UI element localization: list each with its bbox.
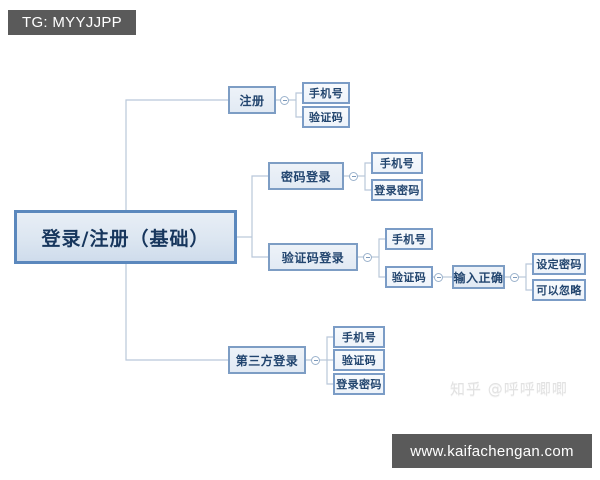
mindmap-branch-register[interactable]: 注册 bbox=[228, 86, 276, 114]
mindmap-root-node[interactable]: 登录/注册（基础） bbox=[14, 210, 237, 264]
collapse-toggle-code-verify-icon[interactable] bbox=[434, 272, 443, 282]
zhihu-watermark: 知乎 @呼呼唧唧 bbox=[450, 380, 568, 398]
mindmap-branch-password-login[interactable]: 密码登录 bbox=[268, 162, 344, 190]
telegram-watermark-badge: TG: MYYJJPP bbox=[8, 10, 136, 35]
mindmap-leaf-can-ignore[interactable]: 可以忽略 bbox=[532, 279, 586, 301]
mindmap-leaf-register-phone[interactable]: 手机号 bbox=[302, 82, 350, 104]
mindmap-leaf-code-login-phone[interactable]: 手机号 bbox=[385, 228, 433, 250]
mindmap-branch-code-login[interactable]: 验证码登录 bbox=[268, 243, 358, 271]
mindmap-node-input-correct[interactable]: 输入正确 bbox=[452, 265, 505, 289]
mindmap-leaf-third-party-phone[interactable]: 手机号 bbox=[333, 326, 385, 348]
mindmap-leaf-third-party-password[interactable]: 登录密码 bbox=[333, 373, 385, 395]
website-url-badge: www.kaifachengan.com bbox=[392, 434, 592, 468]
mindmap-leaf-register-code[interactable]: 验证码 bbox=[302, 106, 350, 128]
collapse-toggle-password-login-icon[interactable] bbox=[349, 171, 358, 181]
collapse-toggle-third-party-icon[interactable] bbox=[311, 355, 320, 365]
mindmap-leaf-password-login-phone[interactable]: 手机号 bbox=[371, 152, 423, 174]
mindmap-branch-third-party-login[interactable]: 第三方登录 bbox=[228, 346, 306, 374]
collapse-toggle-register-icon[interactable] bbox=[280, 95, 289, 105]
collapse-toggle-code-login-icon[interactable] bbox=[363, 252, 372, 262]
mindmap-leaf-set-password[interactable]: 设定密码 bbox=[532, 253, 586, 275]
mindmap-leaf-third-party-code[interactable]: 验证码 bbox=[333, 349, 385, 371]
mindmap-leaf-code-login-code[interactable]: 验证码 bbox=[385, 266, 433, 288]
collapse-toggle-input-correct-icon[interactable] bbox=[510, 272, 519, 282]
mindmap-leaf-password-login-password[interactable]: 登录密码 bbox=[371, 179, 423, 201]
